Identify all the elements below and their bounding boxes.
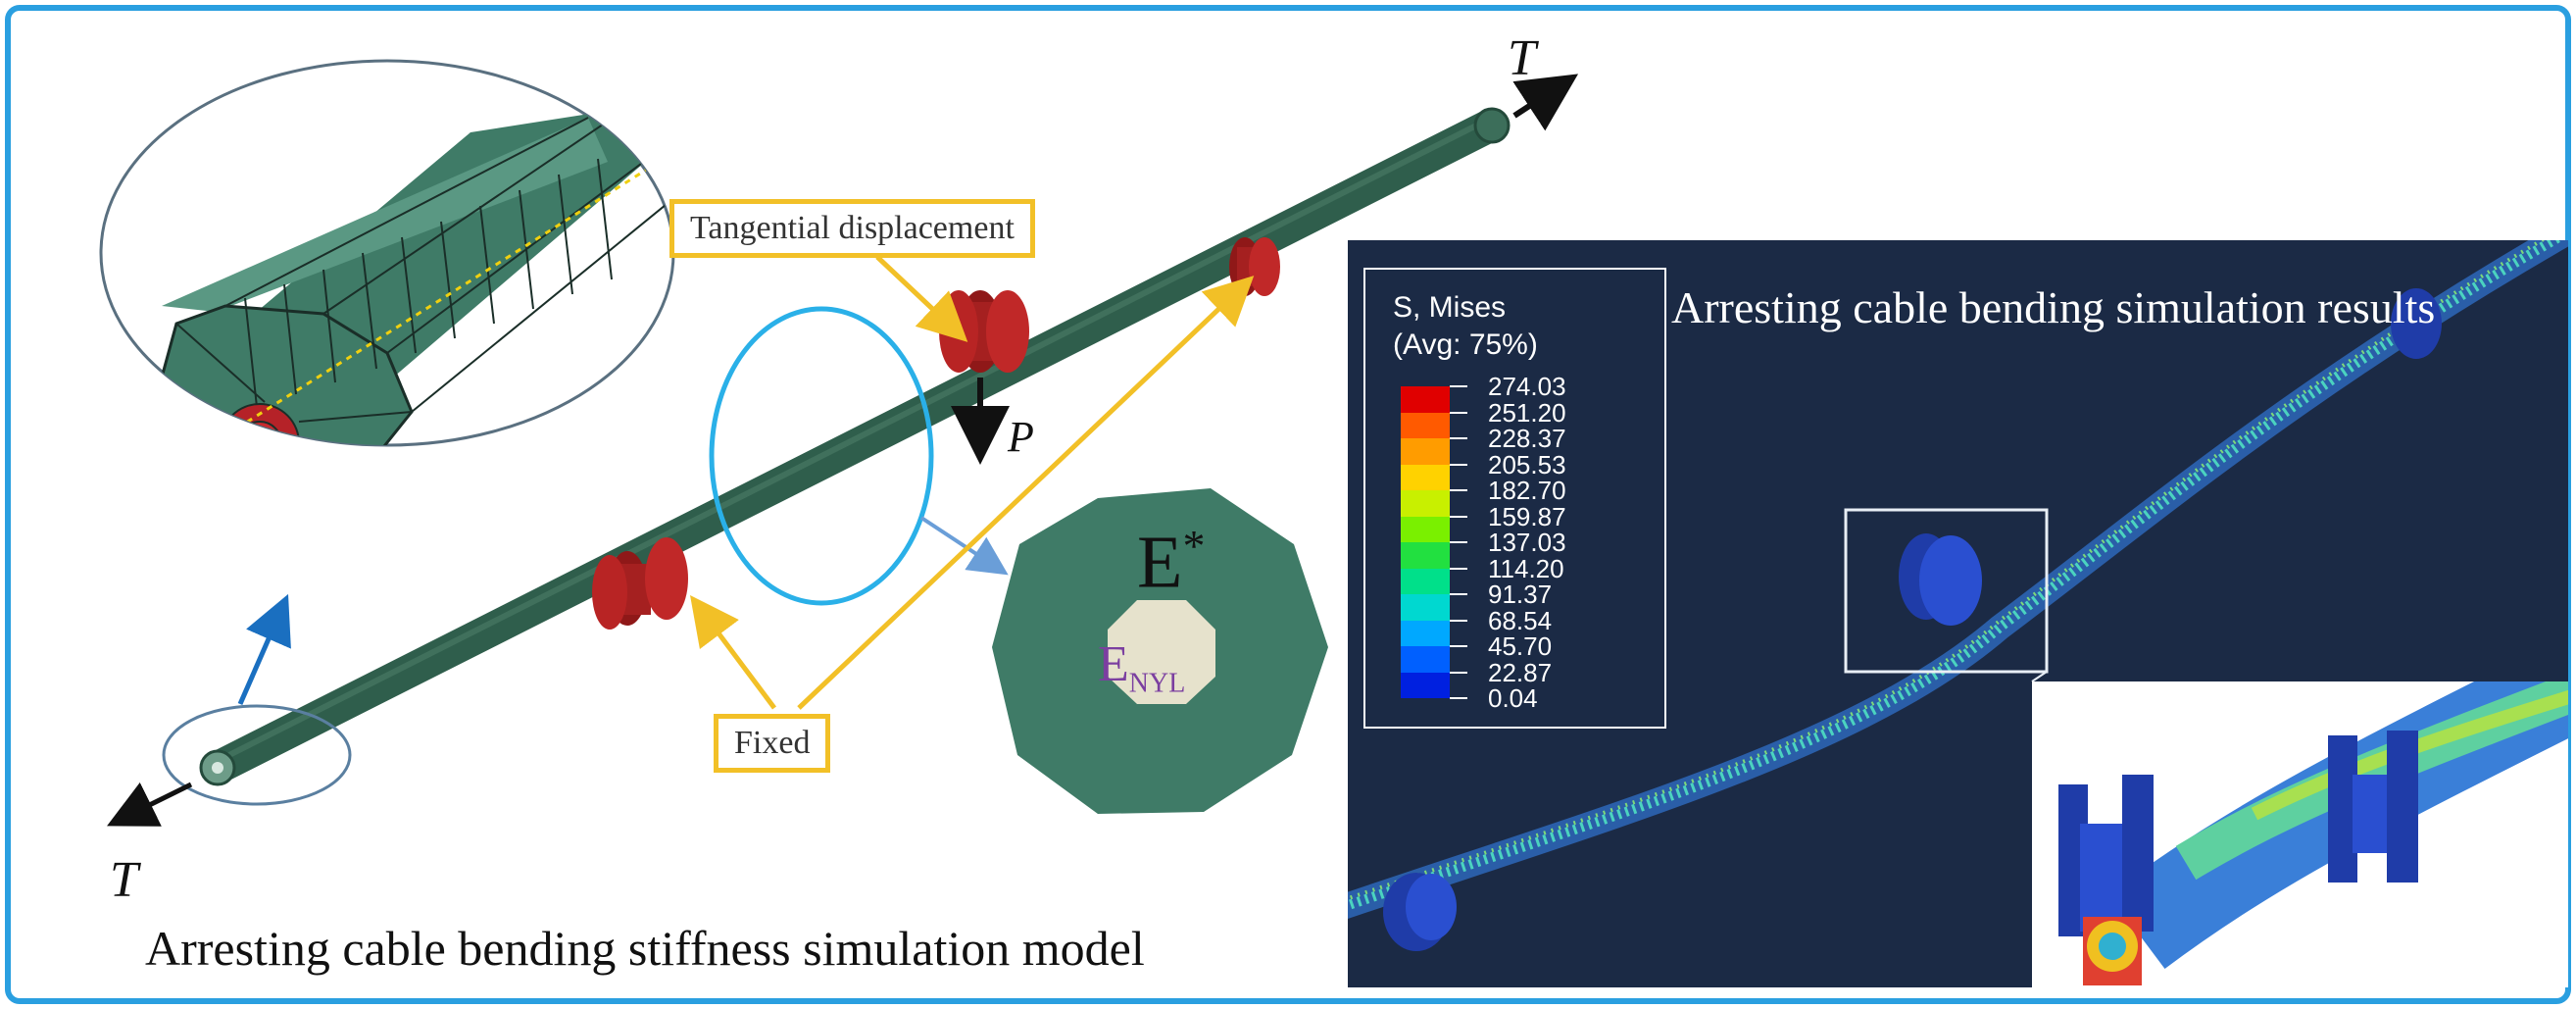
legend-tick [1450, 489, 1467, 491]
legend-value: 251.20 [1488, 397, 1566, 428]
legend-swatch [1401, 594, 1450, 621]
legend-tick [1450, 541, 1467, 543]
zoom-cable-detail [99, 59, 675, 447]
zoom-arrow [237, 593, 291, 706]
cross-section [992, 488, 1328, 814]
legend-tick [1450, 567, 1467, 570]
result-highlight [1844, 508, 2049, 674]
load-label-p: P [1008, 413, 1034, 461]
legend-value: 159.87 [1488, 501, 1566, 531]
force-arrows [107, 74, 1579, 827]
legend-value: 182.70 [1488, 476, 1566, 505]
legend-value: 68.54 [1488, 605, 1553, 635]
left-panel-title: Arresting cable bending stiffness simula… [145, 921, 1145, 976]
tension-label-bottom: T [110, 852, 138, 908]
legend-value: 22.87 [1488, 657, 1553, 687]
legend-tick [1450, 697, 1467, 699]
legend-tick [1450, 385, 1467, 387]
legend-swatch [1401, 568, 1450, 594]
legend-tick [1450, 437, 1467, 439]
legend-tick [1450, 515, 1467, 518]
legend-value: 274.03 [1488, 372, 1566, 401]
legend-tick [1450, 671, 1467, 674]
legend-swatch [1401, 490, 1450, 517]
legend-tick [1450, 645, 1467, 647]
legend-swatch [1401, 386, 1450, 413]
legend-swatch [1401, 464, 1450, 490]
section-highlight [709, 306, 934, 606]
legend-value: 0.04 [1488, 683, 1538, 713]
label-tangential-displacement: Tangential displacement [669, 199, 1035, 258]
modulus-nylon: ENYL [1098, 636, 1186, 699]
legend-value: 205.53 [1488, 449, 1566, 479]
result-inset [2032, 681, 2568, 987]
modulus-outer: E* [1137, 521, 1206, 604]
yellow-arrows [690, 255, 1255, 710]
pulley-top [939, 290, 1029, 373]
legend-value: 45.70 [1488, 631, 1553, 661]
pulley-left [592, 537, 688, 630]
result-panel [1348, 240, 2568, 987]
label-fixed: Fixed [714, 714, 831, 773]
cable [199, 107, 1511, 786]
legend-value: 91.37 [1488, 580, 1553, 609]
right-panel-title: Arresting cable bending simulation resul… [1671, 282, 2436, 332]
legend-swatch [1401, 646, 1450, 673]
legend-swatch [1401, 672, 1450, 698]
legend-swatch [1401, 438, 1450, 465]
legend-swatch [1401, 620, 1450, 646]
legend-value: 228.37 [1488, 424, 1566, 453]
legend-tick [1450, 411, 1467, 414]
legend-subtitle: (Avg: 75%) [1393, 328, 1538, 361]
legend-title: S, Mises [1393, 291, 1507, 324]
legend-swatch [1401, 542, 1450, 569]
legend-value: 114.20 [1488, 553, 1564, 583]
legend-value: 137.03 [1488, 528, 1566, 557]
section-arrow [919, 516, 1009, 576]
legend-swatch [1401, 412, 1450, 438]
pulley-right [1229, 237, 1280, 296]
legend-tick [1450, 593, 1467, 595]
legend-tick [1450, 463, 1467, 466]
end-highlight [162, 704, 352, 806]
legend-swatch [1401, 516, 1450, 542]
legend-tick [1450, 619, 1467, 622]
tension-label-top: T [1508, 30, 1536, 86]
